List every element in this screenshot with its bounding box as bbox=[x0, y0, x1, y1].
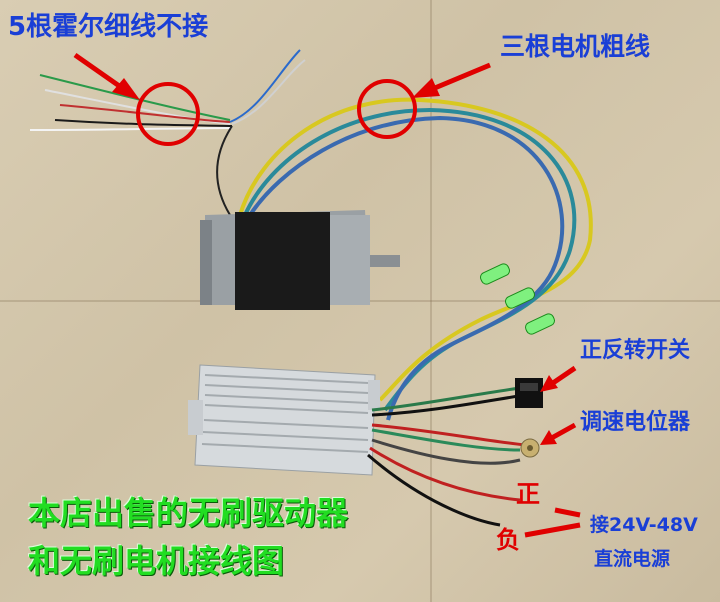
direction-switch bbox=[515, 378, 543, 408]
negative-label: 负 bbox=[496, 526, 520, 554]
brushless-motor bbox=[200, 210, 400, 310]
caption-line-2: 和无刷电机接线图 bbox=[28, 542, 285, 580]
motor-wire-circle-marker bbox=[357, 79, 417, 139]
driver-control-wires bbox=[367, 386, 526, 527]
brushless-driver bbox=[188, 364, 380, 476]
positive-label: 正 bbox=[516, 480, 540, 508]
motor-phase-wires bbox=[238, 97, 593, 421]
cardboard-seam bbox=[430, 0, 432, 602]
annotation-arrows bbox=[73, 52, 581, 538]
power-dc-label: 直流电源 bbox=[594, 548, 671, 570]
hall-wires-label: 5根霍尔细线不接 bbox=[8, 12, 209, 42]
switch-label: 正反转开关 bbox=[580, 338, 691, 363]
potentiometer-label: 调速电位器 bbox=[580, 410, 691, 435]
hall-wires bbox=[29, 49, 306, 216]
motor-wires-label: 三根电机粗线 bbox=[500, 32, 651, 61]
power-voltage-label: 接24V-48V bbox=[590, 514, 698, 536]
hall-circle-marker bbox=[136, 82, 200, 146]
caption-line-1: 本店出售的无刷驱动器 bbox=[28, 494, 349, 532]
